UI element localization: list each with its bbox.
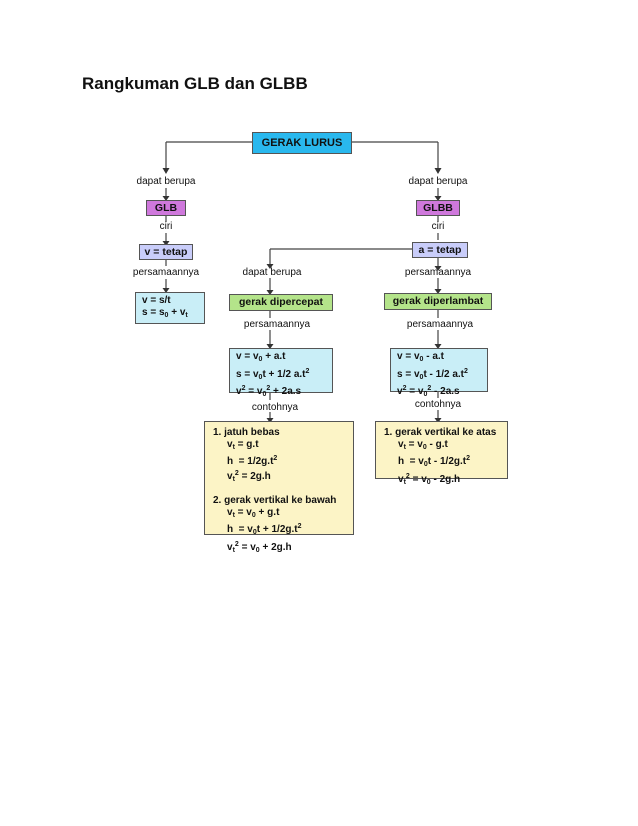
label-ciri-right: ciri xyxy=(431,221,445,232)
node-glbb: GLBB xyxy=(416,200,460,216)
label-persamaannya-left: persamaannya xyxy=(132,267,200,278)
node-a-tetap: a = tetap xyxy=(412,242,468,258)
example-jatuh-bebas: 1. jatuh bebas xyxy=(213,427,280,438)
label-dapat-berupa-right: dapat berupa xyxy=(408,176,468,187)
label-persamaannya-decel: persamaannya xyxy=(406,319,474,330)
accel-eq-velocity-squared: v2 = v02 + 2a.s xyxy=(236,385,302,398)
label-dapat-berupa-accel: dapat berupa xyxy=(242,267,302,278)
label-contohnya-accel: contohnya xyxy=(251,402,299,413)
node-v-tetap: v = tetap xyxy=(139,244,193,260)
node-glb: GLB xyxy=(146,200,186,216)
node-gerak-dipercepat: gerak dipercepat xyxy=(229,294,333,311)
accel-examples-box: 1. jatuh bebas vt = g.t h = 1/2g.t2 vt2 … xyxy=(204,421,354,554)
example-gerak-vertikal-ke-atas: 1. gerak vertikal ke atas xyxy=(384,427,497,438)
accel-eq-distance: s = v0t + 1/2 a.t2 xyxy=(236,367,310,381)
glb-eq-distance: s = s0 + vt xyxy=(142,306,188,319)
example-gerak-vertikal-ke-bawah: 2. gerak vertikal ke bawah xyxy=(213,495,337,506)
decel-examples-box: 1. gerak vertikal ke atas vt = v0 - g.t … xyxy=(375,421,508,486)
label-persamaannya-right: persamaannya xyxy=(404,267,472,278)
page-title: Rangkuman GLB dan GLBB xyxy=(82,74,308,93)
glb-eq-velocity: v = s/t xyxy=(142,295,171,306)
root-node-gerak-lurus: GERAK LURUS xyxy=(252,132,352,154)
decel-eq-velocity-squared: v2 = v02 - 2a.s xyxy=(397,385,460,398)
accel-equations-box: v = v0 + a.t s = v0t + 1/2 a.t2 v2 = v02… xyxy=(229,348,333,398)
label-contohnya-decel: contohnya xyxy=(414,399,462,410)
decel-eq-distance: s = v0t - 1/2 a.t2 xyxy=(397,367,468,381)
decel-eq-velocity: v = v0 - a.t xyxy=(397,351,444,363)
accel-eq-velocity: v = v0 + a.t xyxy=(236,351,286,363)
glb-equations-box: v = s/t s = s0 + vt xyxy=(135,292,205,324)
label-ciri-left: ciri xyxy=(159,221,173,232)
node-gerak-diperlambat: gerak diperlambat xyxy=(384,293,492,310)
label-persamaannya-accel: persamaannya xyxy=(243,319,311,330)
decel-equations-box: v = v0 - a.t s = v0t - 1/2 a.t2 v2 = v02… xyxy=(390,348,488,398)
label-dapat-berupa-left: dapat berupa xyxy=(136,176,196,187)
